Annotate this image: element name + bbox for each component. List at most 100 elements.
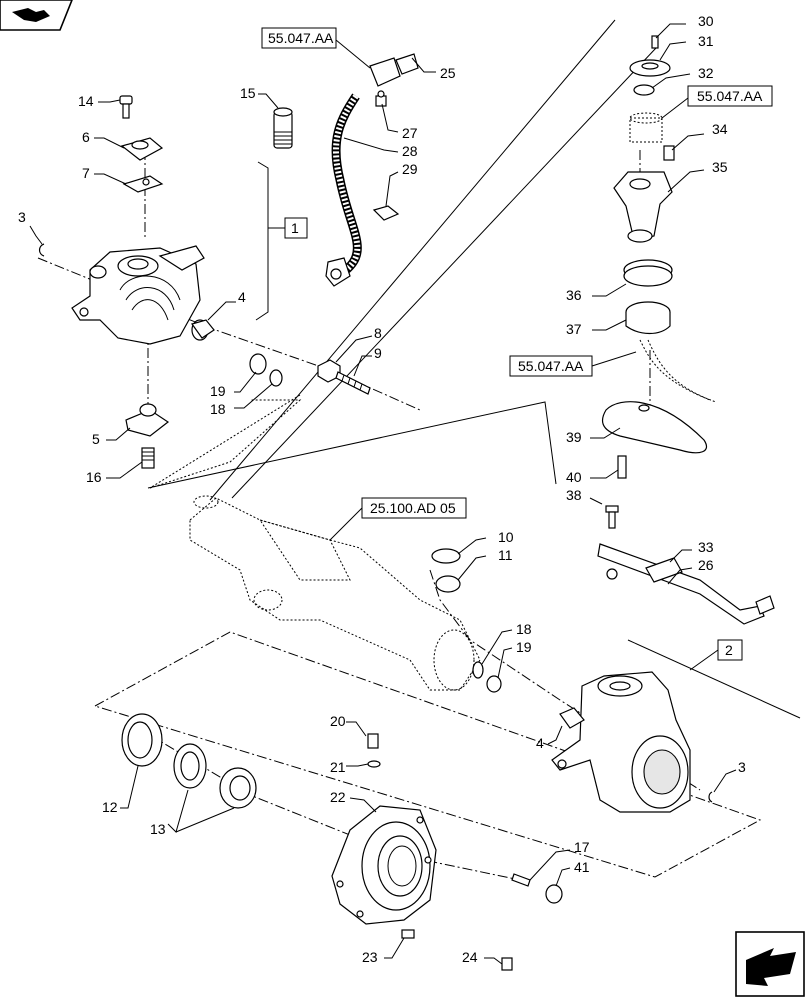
part-40-bolt — [617, 455, 627, 479]
part-3-snap-ring-right — [708, 791, 713, 803]
reference-box-1[interactable]: 55.047.AA — [261, 27, 337, 49]
part-26-steering-rod — [597, 543, 775, 625]
callout-34: 34 — [712, 121, 728, 137]
callout-32: 32 — [698, 65, 714, 81]
part-18-seal-left — [269, 369, 283, 387]
part-29-clip — [372, 205, 400, 221]
part-9-bolt — [335, 371, 371, 395]
part-4-bushing-right — [559, 707, 585, 729]
reference-label-1: 55.047.AA — [268, 30, 334, 46]
callout-33: 33 — [698, 539, 714, 555]
part-32-o-ring — [633, 84, 655, 96]
callout-4-left: 4 — [238, 289, 246, 305]
part-4-bushing-left — [191, 319, 215, 341]
callout-28: 28 — [402, 143, 418, 159]
part-31-cover — [629, 59, 671, 77]
callout-37: 37 — [566, 321, 582, 337]
reference-box-2[interactable]: 55.047.AA — [687, 85, 773, 107]
part-6-cap — [120, 137, 164, 161]
callout-16: 16 — [86, 469, 102, 485]
reference-label-4: 25.100.AD 05 — [370, 500, 456, 516]
callout-23: 23 — [362, 949, 378, 965]
callout-40: 40 — [566, 469, 582, 485]
part-35-housing — [613, 171, 673, 243]
part-19-washer-right — [486, 675, 502, 693]
callout-7: 7 — [82, 165, 90, 181]
part-18-seal-right — [472, 661, 484, 679]
reference-label-3: 55.047.AA — [518, 358, 584, 374]
part-33-sleeve — [645, 557, 683, 583]
part-3-snap-ring-left — [38, 243, 45, 257]
callout-19-left: 19 — [210, 383, 226, 399]
callout-39: 39 — [566, 429, 582, 445]
callout-21: 21 — [330, 759, 346, 775]
part-19-washer-left — [249, 353, 267, 375]
part-17-wheel-stud — [511, 873, 531, 887]
callout-30: 30 — [698, 13, 714, 29]
part-right-steering-knuckle — [551, 671, 691, 813]
callout-9: 9 — [374, 345, 382, 361]
callout-11: 11 — [498, 547, 513, 563]
callout-18-right: 18 — [516, 621, 532, 637]
part-11-bushing — [435, 575, 461, 593]
callout-38: 38 — [566, 487, 582, 503]
part-10-washer — [431, 548, 461, 564]
part-24-screw — [501, 957, 513, 971]
part-30-screw — [651, 35, 659, 49]
callout-35: 35 — [712, 159, 728, 175]
callout-15: 15 — [240, 85, 256, 101]
callout-3-right: 3 — [738, 759, 746, 775]
part-16-grease-fitting — [141, 447, 155, 469]
callout-29: 29 — [402, 161, 418, 177]
part-12-seal — [121, 713, 163, 767]
callout-14: 14 — [78, 93, 94, 109]
catalog-tab-icon[interactable] — [0, 0, 73, 31]
part-55-047-sensor-dotted — [629, 112, 663, 143]
callout-10: 10 — [498, 529, 514, 545]
part-39-plate — [601, 401, 708, 454]
callout-20: 20 — [330, 713, 346, 729]
part-41-wheel-nut — [545, 884, 563, 904]
part-sensor-cable — [639, 339, 717, 403]
part-21-washer — [367, 760, 381, 768]
callout-17: 17 — [574, 839, 590, 855]
group-label-1: 1 — [291, 220, 299, 236]
part-7-shim — [122, 175, 164, 193]
callout-19-right: 19 — [516, 639, 532, 655]
part-25-fitting — [369, 53, 419, 87]
part-13-bearing-b — [219, 767, 257, 809]
part-28-grease-hose — [325, 93, 362, 287]
callout-4-right: 4 — [536, 735, 544, 751]
next-page-arrow-icon[interactable] — [735, 931, 805, 997]
reference-box-4[interactable]: 25.100.AD 05 — [361, 497, 467, 519]
reference-label-2: 55.047.AA — [697, 88, 763, 104]
part-5-lower-cap — [125, 403, 170, 437]
callout-24: 24 — [462, 949, 478, 965]
callout-27: 27 — [402, 125, 418, 141]
group-label-2: 2 — [725, 642, 733, 658]
part-13-bearing-a — [173, 743, 207, 789]
group-box-2: 2 — [717, 639, 743, 661]
part-23-pin — [401, 929, 415, 939]
callout-25: 25 — [440, 65, 456, 81]
part-27-nipple — [375, 90, 387, 107]
callout-6: 6 — [82, 129, 90, 145]
part-15-sleeve — [273, 107, 293, 149]
part-37-bearing — [625, 301, 671, 335]
part-14-bolt — [119, 95, 133, 119]
callout-22: 22 — [330, 789, 346, 805]
part-36-seal-ring — [623, 259, 673, 287]
part-20-screw — [367, 733, 379, 749]
part-38-bolt — [605, 505, 619, 529]
callout-26: 26 — [698, 557, 714, 573]
callout-36: 36 — [566, 287, 582, 303]
callout-18-left: 18 — [210, 401, 226, 417]
callout-12: 12 — [102, 799, 118, 815]
callout-31: 31 — [698, 33, 714, 49]
callout-41: 41 — [574, 859, 590, 875]
reference-box-3[interactable]: 55.047.AA — [509, 355, 593, 377]
group-box-1: 1 — [284, 217, 308, 239]
callout-13: 13 — [150, 821, 166, 837]
callout-8: 8 — [374, 325, 382, 341]
part-34-screw — [663, 145, 675, 161]
